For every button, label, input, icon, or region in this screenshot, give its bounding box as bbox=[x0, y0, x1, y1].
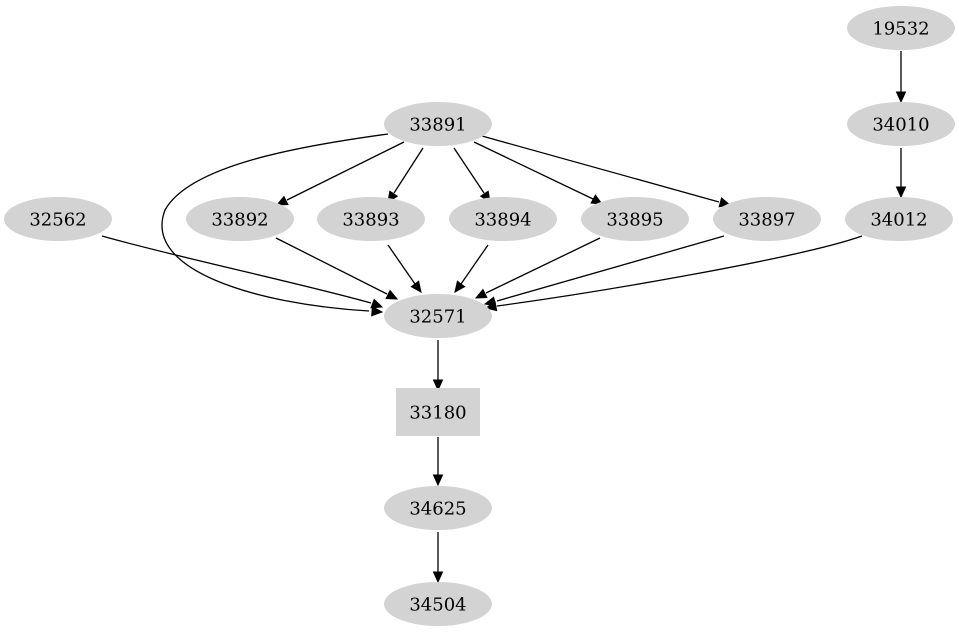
node-34012: 34012 bbox=[845, 197, 953, 241]
node-label: 33893 bbox=[342, 210, 399, 231]
node-32571: 32571 bbox=[384, 294, 492, 338]
edge-line bbox=[453, 147, 485, 194]
edge-line bbox=[496, 235, 863, 307]
edge-line bbox=[485, 237, 601, 294]
node-ellipse-shape bbox=[847, 6, 955, 50]
edge-line bbox=[275, 237, 388, 295]
node-34010: 34010 bbox=[847, 102, 955, 146]
edge-line bbox=[496, 235, 725, 302]
edge-32562-to-32571 bbox=[101, 235, 384, 309]
node-33897: 33897 bbox=[713, 197, 821, 241]
edge-line bbox=[286, 141, 405, 201]
node-ellipse-shape bbox=[713, 197, 821, 241]
node-33893: 33893 bbox=[317, 197, 425, 241]
edge-33894-to-32571 bbox=[454, 244, 489, 293]
arrowhead bbox=[895, 91, 907, 104]
node-ellipse-shape bbox=[845, 197, 953, 241]
arrowhead bbox=[895, 186, 907, 199]
arrowhead bbox=[371, 305, 384, 317]
edge-33897-to-32571 bbox=[483, 235, 725, 307]
node-32562: 32562 bbox=[4, 197, 112, 241]
node-label: 33897 bbox=[738, 210, 795, 231]
arrowhead bbox=[590, 194, 604, 205]
node-ellipse-shape bbox=[384, 294, 492, 338]
arrowhead bbox=[474, 288, 488, 299]
node-34504: 34504 bbox=[384, 582, 492, 626]
node-label: 32562 bbox=[29, 210, 86, 231]
node-label: 34625 bbox=[409, 499, 466, 520]
arrowhead bbox=[370, 298, 384, 309]
arrowhead bbox=[432, 474, 444, 487]
edge-33891-to-33893 bbox=[387, 147, 424, 204]
edge-line bbox=[161, 133, 389, 312]
node-box-shape bbox=[396, 388, 480, 436]
edge-19532-to-34010 bbox=[895, 51, 907, 104]
nodes-layer: 19532 34010 33891 32562 33892 33893 33894 33895… bbox=[4, 6, 955, 626]
node-34625: 34625 bbox=[384, 486, 492, 530]
node-label: 33895 bbox=[606, 210, 663, 231]
node-ellipse-shape bbox=[186, 197, 294, 241]
arrowhead bbox=[432, 379, 444, 392]
node-label: 33180 bbox=[409, 403, 466, 424]
node-ellipse-shape bbox=[847, 102, 955, 146]
edge-33891-to-33892 bbox=[275, 141, 405, 206]
edge-34010-to-34012 bbox=[895, 148, 907, 199]
node-33180: 33180 bbox=[396, 388, 480, 436]
node-ellipse-shape bbox=[384, 582, 492, 626]
node-33892: 33892 bbox=[186, 197, 294, 241]
edge-33891-to-33897 bbox=[481, 135, 732, 208]
node-label: 33891 bbox=[409, 115, 466, 136]
arrowhead bbox=[410, 280, 422, 293]
edge-33891-to-33895 bbox=[473, 141, 604, 205]
node-label: 34010 bbox=[872, 115, 929, 136]
edge-line bbox=[460, 244, 489, 285]
node-ellipse-shape bbox=[449, 197, 557, 241]
edge-32571-to-33180 bbox=[432, 340, 444, 392]
node-ellipse-shape bbox=[384, 102, 492, 146]
arrowhead bbox=[432, 571, 444, 584]
edge-33891-to-33894 bbox=[453, 147, 491, 204]
edge-line bbox=[101, 235, 372, 304]
edge-33891-to-32571 bbox=[161, 133, 389, 317]
edge-33892-to-32571 bbox=[275, 237, 399, 300]
arrowhead bbox=[385, 289, 399, 300]
edge-33893-to-32571 bbox=[387, 244, 422, 293]
node-ellipse-shape bbox=[317, 197, 425, 241]
edge-line bbox=[473, 141, 594, 200]
edge-line bbox=[481, 135, 720, 203]
edge-33180-to-34625 bbox=[432, 437, 444, 487]
node-33894: 33894 bbox=[449, 197, 557, 241]
edge-34625-to-34504 bbox=[432, 532, 444, 584]
node-ellipse-shape bbox=[4, 197, 112, 241]
node-label: 33892 bbox=[211, 210, 268, 231]
node-label: 33894 bbox=[474, 210, 531, 231]
arrowhead bbox=[454, 280, 466, 293]
node-ellipse-shape bbox=[581, 197, 689, 241]
node-19532: 19532 bbox=[847, 6, 955, 50]
edge-line bbox=[387, 244, 416, 285]
edge-33895-to-32571 bbox=[474, 237, 601, 299]
node-33891: 33891 bbox=[384, 102, 492, 146]
node-label: 34504 bbox=[409, 595, 466, 616]
node-label: 19532 bbox=[872, 19, 929, 40]
node-label: 34012 bbox=[870, 210, 927, 231]
node-label: 32571 bbox=[409, 307, 466, 328]
node-ellipse-shape bbox=[384, 486, 492, 530]
edges-layer bbox=[101, 51, 907, 584]
node-33895: 33895 bbox=[581, 197, 689, 241]
edge-34012-to-32571 bbox=[484, 235, 863, 312]
edge-line bbox=[393, 147, 424, 194]
arrowhead bbox=[275, 195, 289, 206]
